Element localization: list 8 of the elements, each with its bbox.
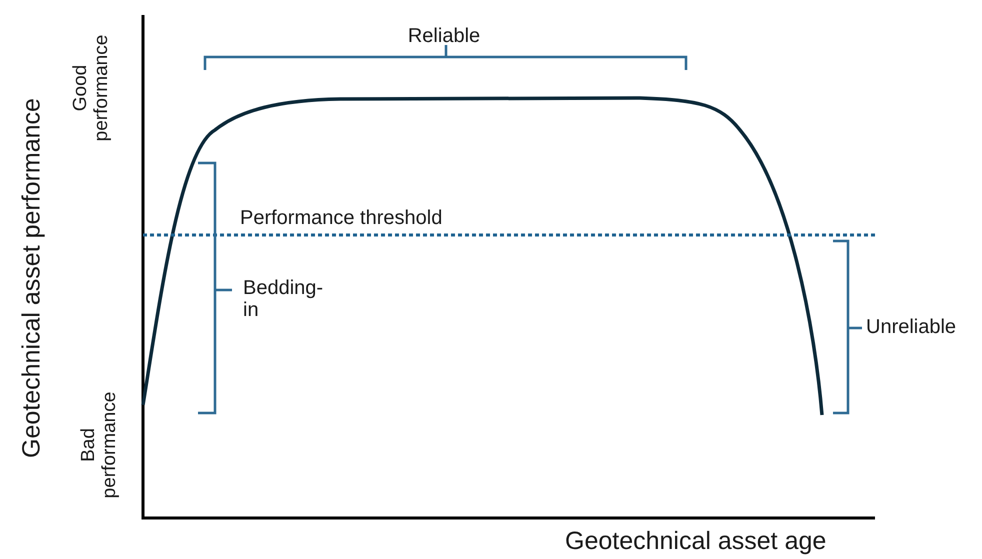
threshold-label: Performance threshold — [240, 207, 442, 229]
bracket-label: Bedding- in — [243, 277, 324, 321]
axis-level-label: Bad performance — [79, 390, 121, 500]
x-axis-title: Geotechnical asset age — [565, 528, 826, 556]
axis-level-label: Good performance — [71, 34, 113, 144]
bracket-label: Reliable — [408, 25, 480, 47]
y-axis-title: Geotechnical asset performance — [18, 98, 46, 458]
bracket-label: Unreliable — [866, 316, 956, 338]
